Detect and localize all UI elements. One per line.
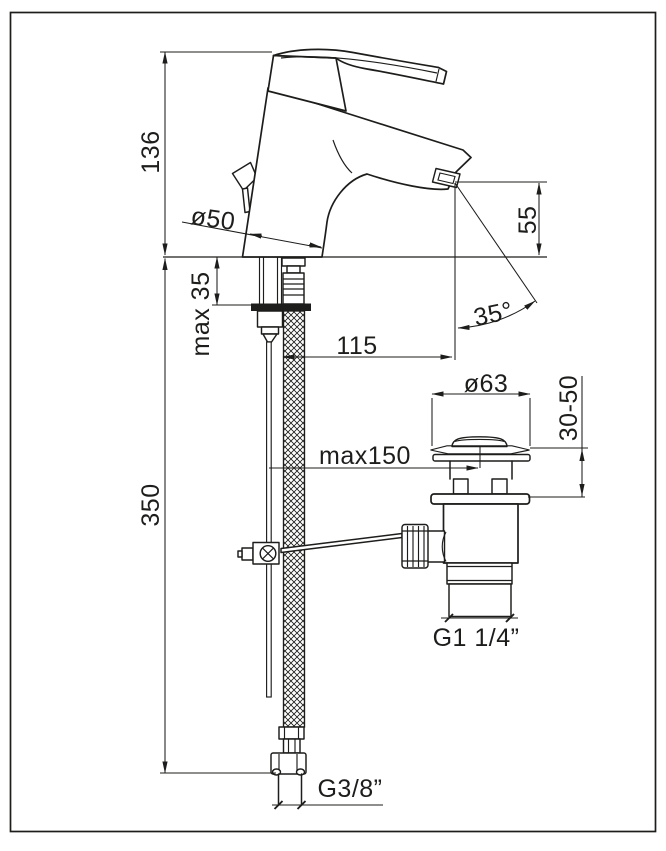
waste-tab-right: [491, 478, 508, 495]
neck-curve: [332, 139, 353, 174]
dim-label-spout-reach: 115: [336, 332, 377, 360]
hose-thread-pipe: [277, 773, 303, 806]
dim-supply-thread: G3/8”: [272, 775, 383, 810]
dim-outlet-angle: 35°: [457, 296, 536, 332]
coupling-nut: [401, 523, 429, 569]
clamp-screw-cross: [262, 547, 274, 560]
mounting-nut-cap: [260, 326, 280, 335]
waste-thread-lines: [447, 565, 512, 582]
faucet-body-group: [231, 48, 472, 258]
hose-end-tube-lines: [287, 739, 296, 753]
clamp-stub: [241, 547, 254, 561]
dim-label-base-diameter: ø50: [189, 202, 237, 236]
dim-label-total-height: 136: [137, 130, 165, 173]
waste-tab-left: [452, 478, 469, 495]
dim-label-hose-length: 350: [137, 483, 165, 526]
drain-assembly-group: [401, 436, 531, 618]
dim-label-rod-reach: max150: [319, 442, 411, 470]
hose-ferrule: [278, 726, 305, 740]
dim-outlet-height: 55: [514, 182, 542, 256]
waste-washer: [432, 453, 531, 462]
aerator-screen: [437, 172, 456, 185]
drawing-frame: [9, 11, 657, 833]
dim-label-drain-diameter: ø63: [464, 370, 509, 398]
dim-label-outlet-angle: 35°: [471, 296, 515, 332]
side-tab-stem: [241, 187, 251, 214]
dim-deck-max: max 35: [187, 256, 253, 357]
hose-nut-foot-right: [295, 768, 306, 776]
dim-drain-thread: G1 1/4”: [433, 613, 520, 652]
dim-rod-reach: max150: [269, 442, 481, 471]
hose-crimp-threads: [283, 278, 304, 296]
pop-up-pull-rod: [266, 341, 272, 698]
dim-label-drain-deck-range: 30-50: [555, 375, 583, 441]
dim-label-outlet-height: 55: [514, 206, 542, 235]
dim-base-diameter: ø50: [181, 202, 323, 249]
dim-spout-reach: 115: [282, 332, 453, 360]
hose-ferrule-lines: [283, 727, 300, 739]
dim-label-deck-max: max 35: [187, 272, 215, 357]
hose-nut-foot-left: [271, 768, 282, 776]
dim-hose-length: 350: [137, 258, 276, 774]
hose-neck: [286, 265, 301, 274]
handle-lever: [272, 48, 448, 85]
waste-body: [442, 503, 519, 564]
waste-tailpiece: [448, 583, 512, 618]
coupling-nut-bands: [402, 530, 428, 562]
waste-plug-cap-edge: [454, 438, 505, 443]
waste-plug-cap: [451, 436, 508, 448]
mounting-shank: [258, 257, 283, 304]
dim-total-height: 136: [137, 51, 272, 256]
waste-upper-tube: [449, 460, 513, 480]
handle-lever-edge: [280, 56, 438, 74]
dim-drain-deck-range: 30-50: [528, 375, 588, 498]
faucet-body: [241, 87, 472, 258]
undermount-group: [237, 257, 403, 806]
dim-label-drain-thread: G1 1/4”: [433, 624, 520, 652]
coupling-nut-ribs: [406, 526, 425, 567]
stream-angle-line: [454, 182, 538, 304]
mounting-flange: [251, 303, 311, 311]
dim-drain-diameter: ø63: [431, 370, 531, 446]
waste-stub-fillet: [441, 531, 447, 562]
hose-collar: [281, 257, 306, 267]
rod-taper: [262, 333, 278, 343]
dim-label-supply-thread: G3/8”: [317, 775, 382, 803]
clamp-stub-tip: [237, 550, 243, 558]
mounting-nut: [256, 310, 284, 328]
flexible-hose-braid: [282, 310, 306, 728]
waste-lower-flange: [430, 493, 531, 505]
hose-end-tube: [282, 738, 301, 754]
handle-tip-facet: [435, 68, 440, 82]
